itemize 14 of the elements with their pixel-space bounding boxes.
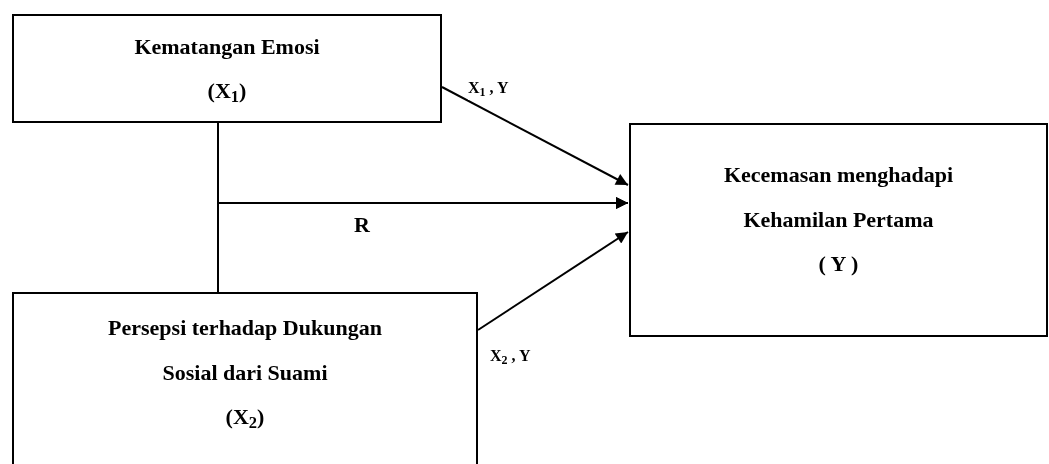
arrow <box>441 86 629 186</box>
variable-box <box>12 14 442 123</box>
arrow <box>477 231 629 331</box>
box-text: Kecemasan menghadapi <box>723 161 954 189</box>
arrow <box>217 197 629 293</box>
box-text: ( Y ) <box>818 250 859 278</box>
box-text: Kematangan Emosi <box>134 32 320 60</box>
box-text: (X$_{2}$) <box>225 403 265 431</box>
box-text: Sosial dari Suami <box>162 358 328 386</box>
box-text: Kehamilan Pertama <box>743 205 934 233</box>
box-text: Persepsi terhadap Dukungan <box>108 314 382 342</box>
variable-box <box>629 123 1048 337</box>
variable-box <box>12 292 478 464</box>
box-text: (X$_{1}$) <box>207 77 247 105</box>
